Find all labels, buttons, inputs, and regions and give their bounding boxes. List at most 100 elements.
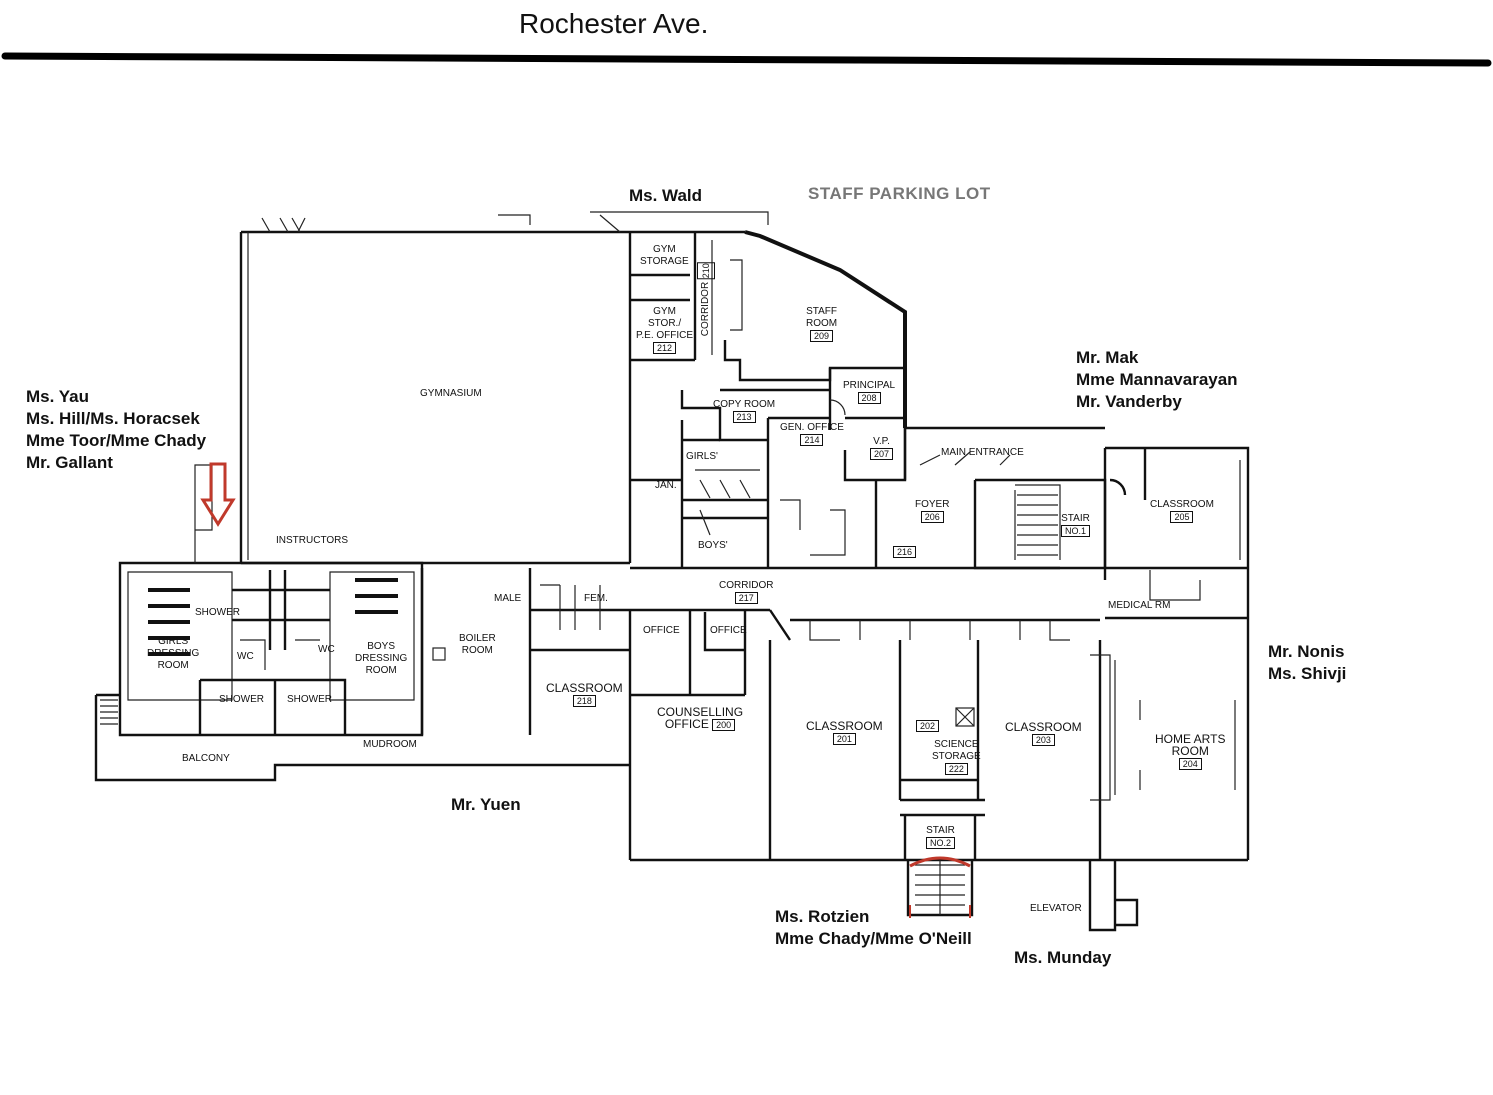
room-line: P.E. OFFICE bbox=[636, 330, 694, 341]
room-number: 203 bbox=[1031, 734, 1055, 746]
room-corridor-217: CORRIDOR 217 bbox=[719, 580, 773, 605]
staff-name: Mme Mannavarayan bbox=[1076, 370, 1238, 389]
corridor-217-walls bbox=[630, 566, 1105, 641]
room-shower-b: SHOWER bbox=[287, 694, 332, 705]
room-line: GEN. OFFICE bbox=[780, 422, 844, 433]
room-number: NO.1 bbox=[1061, 525, 1091, 537]
room-line: SCIENCE bbox=[934, 739, 979, 750]
room-line: STOR./ bbox=[647, 318, 682, 329]
room-line: DRESSING bbox=[355, 653, 408, 664]
room-number: 216 bbox=[893, 546, 917, 558]
room-line: ROOM bbox=[461, 645, 493, 656]
gymnasium-walls bbox=[239, 230, 632, 565]
room-mudroom: MUDROOM bbox=[363, 739, 417, 750]
room-classroom-218: CLASSROOM 218 bbox=[546, 682, 623, 707]
room-line: V.P. bbox=[873, 436, 890, 447]
room-line: PRINCIPAL bbox=[843, 380, 896, 391]
room-line: OFFICE bbox=[664, 717, 709, 731]
room-gymnasium: GYMNASIUM bbox=[420, 388, 482, 399]
room-fem-washroom: FEM. bbox=[584, 593, 608, 604]
staff-parking-lot-label: STAFF PARKING LOT bbox=[808, 184, 991, 203]
room-gen-office: GEN. OFFICE 214 bbox=[780, 422, 844, 447]
room-line: CLASSROOM bbox=[1005, 720, 1082, 734]
room-line: ROOM bbox=[806, 318, 838, 329]
room-gym-stor-pe-office: GYM STOR./ P.E. OFFICE 212 bbox=[636, 306, 693, 355]
staff-label-yuen: Mr. Yuen bbox=[451, 795, 521, 814]
room-line: CLASSROOM bbox=[1150, 499, 1214, 510]
room-line: STORAGE bbox=[640, 256, 689, 267]
staff-name: Ms. Hill/Ms. Horacsek bbox=[26, 409, 200, 428]
staff-name: Mr. Vanderby bbox=[1076, 392, 1182, 411]
room-line: CORRIDOR bbox=[719, 580, 774, 591]
room-janitor: JAN. bbox=[655, 480, 677, 491]
room-home-arts: HOME ARTS ROOM 204 bbox=[1155, 733, 1225, 770]
room-number: 210 bbox=[697, 262, 715, 280]
room-boys-dressing: BOYS DRESSING ROOM bbox=[355, 641, 407, 677]
staff-group-east: Mr. Nonis Ms. Shivji bbox=[1268, 641, 1346, 685]
room-line: BOILER bbox=[459, 633, 496, 644]
room-number: NO.2 bbox=[926, 837, 956, 849]
staff-name: Ms. Yau bbox=[26, 387, 89, 406]
staff-name: Mme Chady/Mme O'Neill bbox=[775, 929, 972, 948]
room-instructors: INSTRUCTORS bbox=[276, 535, 349, 546]
room-number: 217 bbox=[734, 592, 758, 604]
room-number: 204 bbox=[1178, 758, 1202, 770]
room-number: 208 bbox=[857, 392, 881, 404]
room-line: FOYER bbox=[915, 499, 950, 510]
room-stair-2: STAIR NO.2 bbox=[926, 825, 956, 850]
room-number: 209 bbox=[810, 330, 834, 342]
room-line: BOYS bbox=[367, 641, 396, 652]
room-line: COUNSELLING bbox=[657, 705, 744, 719]
room-copy-room: COPY ROOM 213 bbox=[713, 399, 775, 424]
room-stair-1: STAIR NO.1 bbox=[1061, 513, 1091, 538]
room-line: GYM bbox=[652, 244, 676, 255]
exit-arrow-icon bbox=[200, 462, 236, 527]
room-line: STAIR bbox=[926, 825, 955, 836]
room-counselling-office: COUNSELLING OFFICE 200 bbox=[657, 706, 743, 731]
room-number: 207 bbox=[870, 448, 894, 460]
room-line: ROOM bbox=[1171, 744, 1209, 758]
room-main-entrance: MAIN ENTRANCE bbox=[941, 447, 1024, 458]
room-line: GIRLS bbox=[158, 636, 189, 647]
street-name: Rochester Ave. bbox=[519, 8, 709, 39]
staff-label-wald: Ms. Wald bbox=[629, 186, 703, 205]
room-science-storage: 202 SCIENCE STORAGE 222 bbox=[916, 720, 981, 776]
room-line: CORRIDOR bbox=[700, 281, 711, 337]
room-number: 212 bbox=[653, 342, 677, 354]
room-line: STAFF bbox=[806, 306, 838, 317]
room-office-b: OFFICE bbox=[710, 625, 747, 636]
staff-group-west: Ms. Yau Ms. Hill/Ms. Horacsek Mme Toor/M… bbox=[26, 386, 206, 474]
room-line: DRESSING bbox=[147, 648, 200, 659]
room-number: 206 bbox=[920, 511, 944, 523]
room-line: GYM bbox=[653, 306, 676, 317]
room-girls-washroom: GIRLS' bbox=[686, 451, 718, 462]
staff-room-walls bbox=[744, 230, 907, 428]
staff-group-stair2: Ms. Rotzien Mme Chady/Mme O'Neill bbox=[775, 906, 972, 950]
room-line: COPY ROOM bbox=[713, 399, 776, 410]
room-shower-top: SHOWER bbox=[195, 607, 240, 618]
room-number: 200 bbox=[712, 719, 736, 731]
room-boys-washroom: BOYS' bbox=[698, 540, 728, 551]
room-line: ROOM bbox=[365, 665, 397, 676]
room-staff-room: STAFF ROOM 209 bbox=[806, 306, 837, 343]
room-line: CLASSROOM bbox=[546, 681, 623, 695]
room-elevator: ELEVATOR bbox=[1030, 903, 1082, 914]
room-number: 214 bbox=[800, 434, 824, 446]
room-girls-dressing: GIRLS DRESSING ROOM bbox=[147, 636, 199, 672]
staff-group-entrance: Mr. Mak Mme Mannavarayan Mr. Vanderby bbox=[1076, 347, 1238, 413]
room-number: 218 bbox=[572, 695, 596, 707]
room-medical: MEDICAL RM bbox=[1108, 600, 1171, 611]
room-classroom-203: CLASSROOM 203 bbox=[1005, 721, 1082, 746]
room-number: 201 bbox=[832, 733, 856, 745]
staff-name: Mr. Gallant bbox=[26, 453, 113, 472]
room-foyer: FOYER 206 bbox=[915, 499, 949, 524]
room-216: 216 bbox=[893, 546, 917, 559]
room-line: STORAGE bbox=[932, 751, 981, 762]
staff-label-munday: Ms. Munday bbox=[1014, 948, 1112, 967]
room-wc-right: WC bbox=[318, 644, 335, 655]
room-vp: V.P. 207 bbox=[870, 436, 894, 461]
room-shower-a: SHOWER bbox=[219, 694, 264, 705]
room-line: ROOM bbox=[157, 660, 189, 671]
staff-name: Ms. Rotzien bbox=[775, 907, 870, 926]
